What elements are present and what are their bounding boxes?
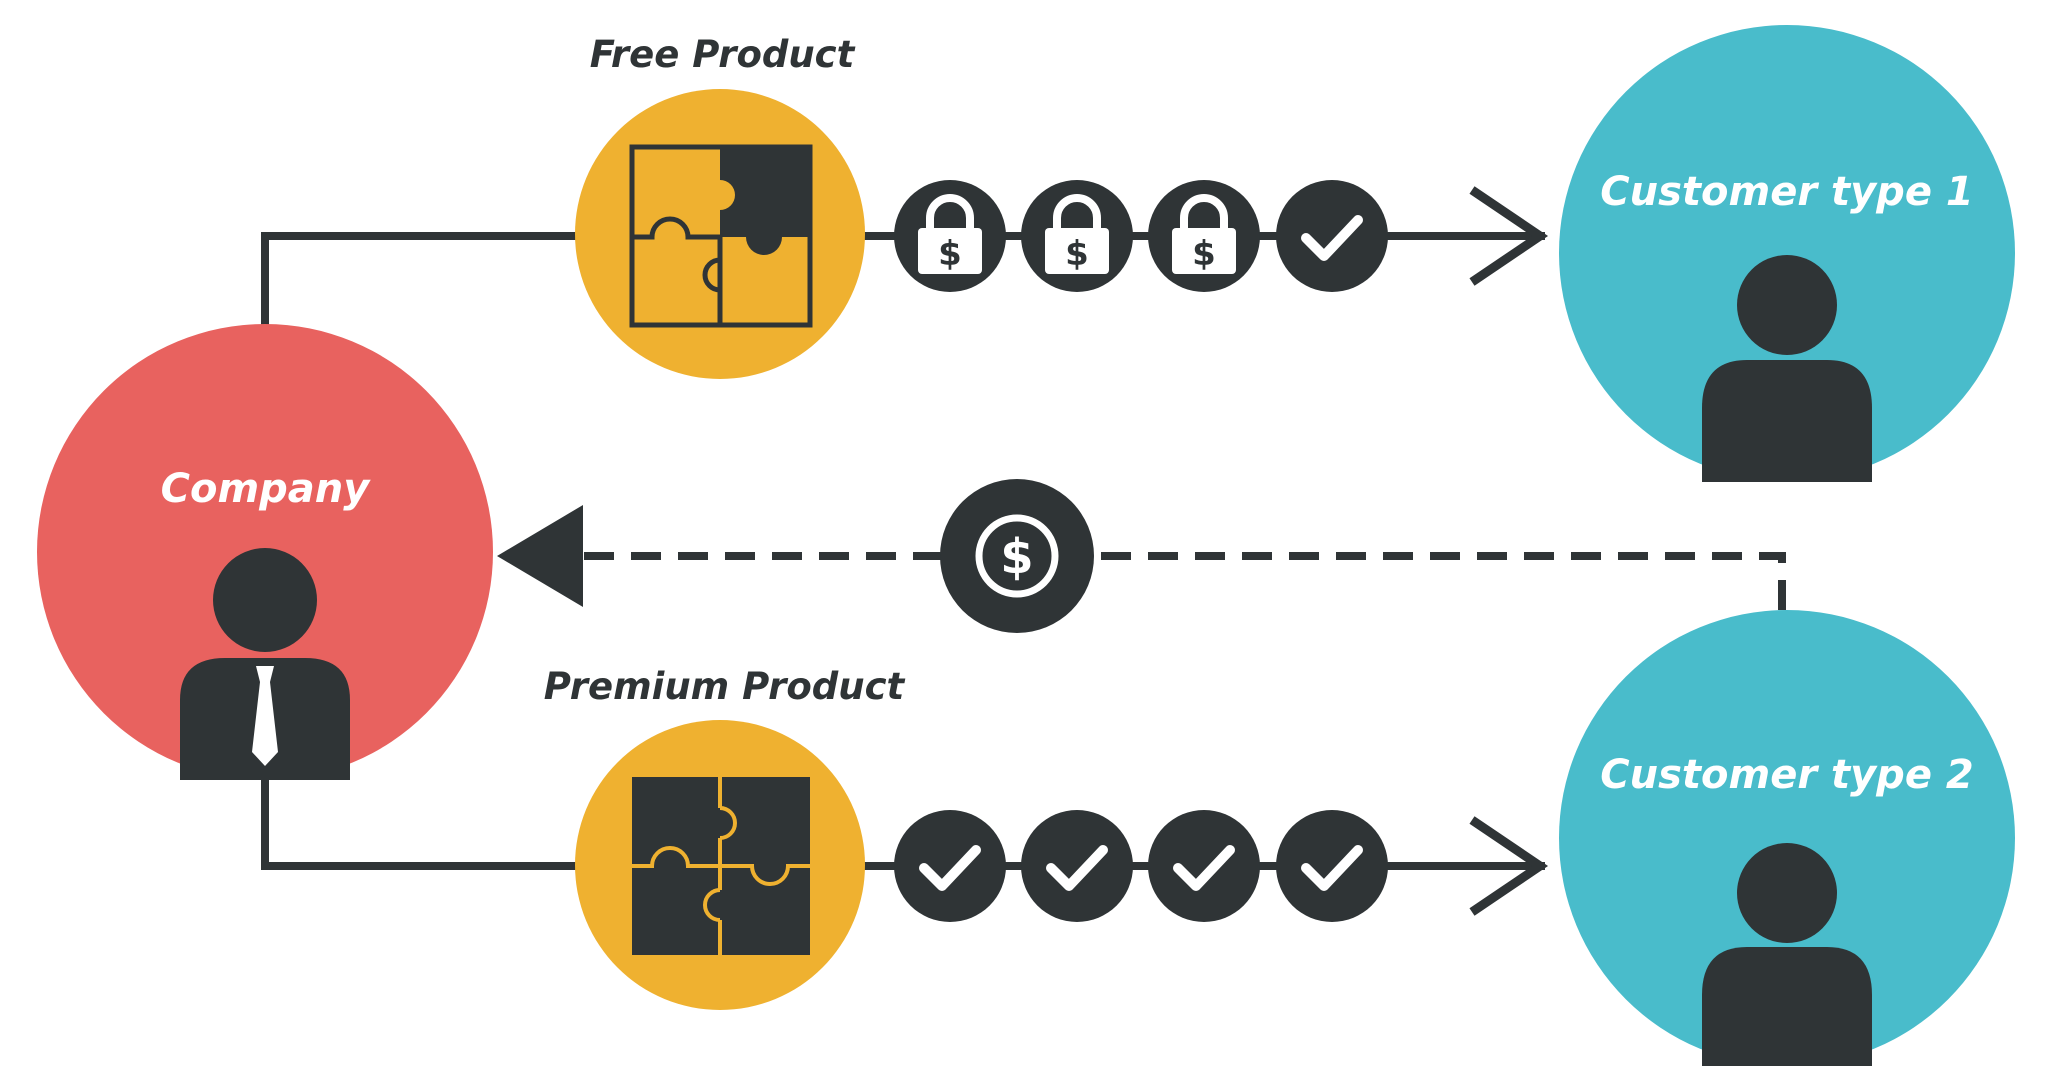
check-icon [1276, 810, 1388, 922]
lock-dollar-sign: $ [938, 234, 962, 274]
check-icon [1276, 180, 1388, 292]
free-product-label: Free Product [590, 33, 856, 76]
payment-dashed-connector [560, 552, 1786, 610]
company-node: Company [37, 324, 493, 780]
customer-type-2-label: Customer type 2 [1600, 752, 1973, 798]
coin-dollar-sign: $ [1000, 529, 1033, 585]
lock-dollar-sign: $ [1065, 234, 1089, 274]
free-path-icons: $ $ $ [894, 180, 1388, 292]
check-icon [1021, 810, 1133, 922]
tie-icon [252, 666, 278, 766]
person-icon [1702, 843, 1872, 1066]
dollar-coin-icon: $ [940, 479, 1094, 633]
lock-dollar-icon: $ [894, 180, 1006, 292]
premium-path-icons [894, 810, 1388, 922]
puzzle-complete-icon [632, 777, 810, 955]
free-arrowhead [1469, 186, 1549, 286]
premium-arrowhead [1469, 816, 1549, 916]
customer-type-1-circle [1559, 25, 2015, 481]
puzzle-partial-icon [629, 144, 813, 328]
premium-product-node [575, 720, 865, 1010]
lock-dollar-icon: $ [1021, 180, 1133, 292]
customer-type-2-circle [1559, 610, 2015, 1066]
check-icon [1148, 810, 1260, 922]
premium-product-label: Premium Product [544, 665, 906, 708]
lock-dollar-icon: $ [1148, 180, 1260, 292]
customer-type-2-node: Customer type 2 [1559, 610, 2015, 1066]
payment-arrowhead [497, 505, 583, 607]
lock-dollar-sign: $ [1192, 234, 1216, 274]
person-icon [1702, 255, 1872, 482]
free-product-node [575, 89, 865, 379]
customer-type-1-node: Customer type 1 [1559, 25, 2015, 482]
customer-type-1-label: Customer type 1 [1600, 169, 1973, 215]
check-icon [894, 810, 1006, 922]
company-label: Company [161, 466, 372, 512]
businessman-icon [180, 548, 350, 780]
